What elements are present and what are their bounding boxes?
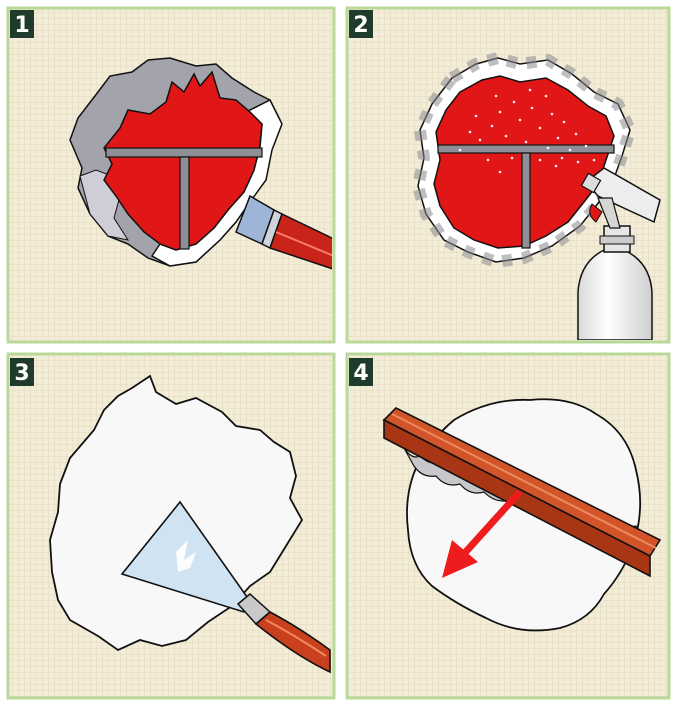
step-1-panel: 1 (6, 6, 336, 344)
step-2-badge (349, 10, 373, 38)
step-4-badge (349, 358, 373, 386)
step-2-panel: 2 (345, 6, 671, 344)
step-4-panel: 4 (345, 352, 671, 700)
filling-knife-icon (120, 500, 331, 674)
direction-arrow-icon (442, 490, 522, 578)
metal-lath-bracket (105, 147, 263, 250)
water-spray (458, 88, 596, 174)
step-3-panel: 3 (6, 352, 336, 700)
metal-lath-bracket (437, 144, 615, 249)
step-4-number: 4 (353, 361, 368, 386)
paintbrush-icon (235, 194, 332, 270)
spray-bottle-icon (577, 167, 661, 340)
step-1-badge (10, 10, 34, 38)
step-3-number: 3 (14, 361, 29, 386)
step-1-number: 1 (14, 13, 29, 38)
step-2-number: 2 (353, 13, 368, 38)
step-3-badge (10, 358, 34, 386)
